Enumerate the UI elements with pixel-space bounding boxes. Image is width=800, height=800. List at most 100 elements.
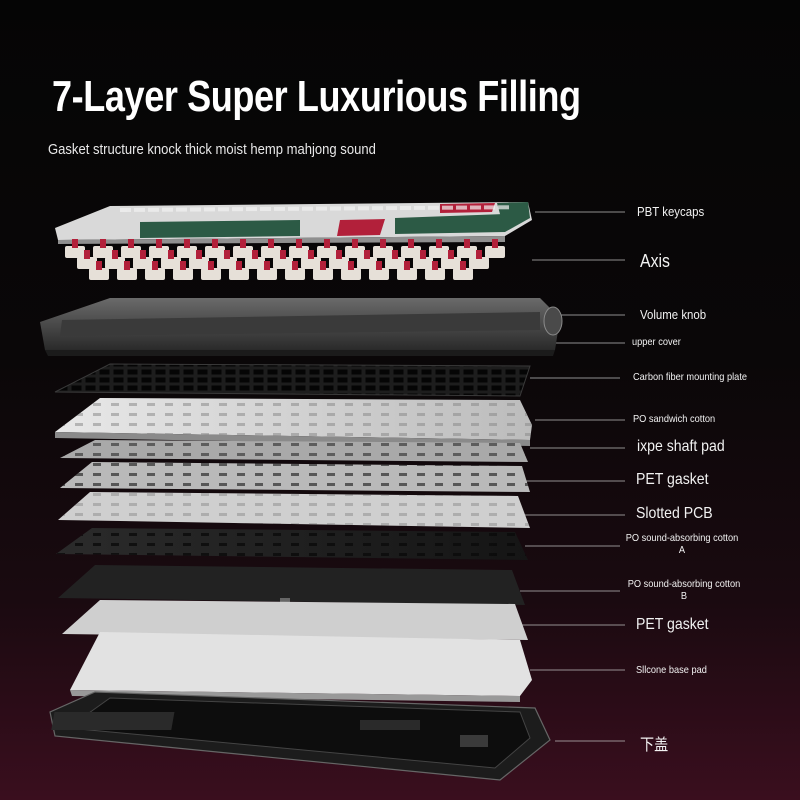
keycap-top [134, 207, 145, 212]
switch [425, 261, 445, 280]
keycap-top [456, 205, 467, 210]
keycap-top [372, 206, 383, 211]
switch [133, 250, 153, 269]
switch [229, 261, 249, 280]
switch [401, 239, 421, 258]
switch [65, 239, 85, 258]
switch [369, 261, 389, 280]
label-po-cotton-b-line1: PO sound-absorbing cotton [627, 578, 741, 590]
page-title: 7-Layer Super Luxurious Filling [52, 72, 581, 121]
keycap-top [288, 206, 299, 211]
label-axis: Axis [640, 251, 670, 271]
switch [345, 239, 365, 258]
keycap-top [484, 205, 495, 210]
label-volume-knob: Volume knob [640, 307, 707, 322]
keycap-top [218, 207, 229, 212]
switch [329, 250, 349, 269]
switch [261, 239, 281, 258]
keycap-top [358, 206, 369, 211]
switch [245, 250, 265, 269]
switch [173, 261, 193, 280]
po-sandwich-cotton [55, 398, 532, 446]
keycap-top [274, 206, 285, 211]
pet-gasket-upper [60, 462, 530, 492]
keycap-top [428, 205, 439, 210]
switch [429, 239, 449, 258]
keycap-top [386, 206, 397, 211]
keycap-top [400, 206, 411, 210]
keycap-top [414, 205, 425, 210]
keycap-top [232, 207, 243, 212]
upper-cover-layer [40, 298, 563, 356]
keycap-top [120, 208, 131, 212]
switch [201, 261, 221, 280]
switches-layer [65, 239, 505, 280]
keycap-top [442, 205, 453, 210]
switch [285, 261, 305, 280]
switch [89, 261, 109, 280]
keycap-top [190, 207, 201, 212]
switch [161, 250, 181, 269]
label-po-cotton-b-line2: B [680, 590, 688, 602]
label-pet-gasket-2: PET gasket [636, 616, 709, 633]
switch [385, 250, 405, 269]
switch [289, 239, 309, 258]
keycap-top [176, 207, 187, 212]
keycap-top [148, 207, 159, 212]
keycaps-layer [55, 202, 532, 244]
leader-lines [520, 211, 625, 742]
switch [257, 261, 277, 280]
bottom-cover [49, 691, 551, 781]
label-po-cotton-a-line1: PO sound-absorbing cotton [625, 532, 739, 544]
keycap-top [204, 207, 215, 212]
slotted-pcb [58, 492, 530, 528]
switch [177, 239, 197, 258]
cotton-b-notch [280, 598, 290, 603]
switch [217, 250, 237, 269]
po-cotton-a [56, 528, 528, 560]
pet-gasket-lower [62, 600, 528, 640]
label-po-cotton-a-line2: A [678, 544, 686, 556]
label-mounting-plate: Carbon fiber mounting plate [633, 371, 748, 383]
label-po-sandwich: PO sandwich cotton [633, 413, 716, 425]
label-pet-gasket-1: PET gasket [636, 471, 709, 488]
page-subtitle: Gasket structure knock thick moist hemp … [48, 142, 376, 158]
switch [233, 239, 253, 258]
keycap-top [498, 205, 509, 210]
ixpe-shaft-pad [60, 440, 528, 462]
switch [105, 250, 125, 269]
mounting-plate [54, 363, 531, 397]
switch [93, 239, 113, 258]
switch [149, 239, 169, 258]
switch [121, 239, 141, 258]
label-upper-cover: upper cover [632, 336, 681, 348]
keycap-top [302, 206, 313, 211]
switch [453, 261, 473, 280]
keycap-top [260, 207, 271, 211]
switch [341, 261, 361, 280]
label-bottom-cover: 下盖 [640, 735, 669, 754]
switch [485, 239, 505, 258]
label-ixpe: ixpe shaft pad [637, 438, 725, 455]
label-silicone-pad: Sllcone base pad [636, 664, 707, 676]
label-keycaps: PBT keycaps [637, 204, 705, 219]
switch [273, 250, 293, 269]
switch [317, 239, 337, 258]
switch [205, 239, 225, 258]
keycap-top [330, 206, 341, 211]
keycap-top [470, 205, 481, 210]
volume-knob [543, 306, 563, 336]
switch [457, 239, 477, 258]
label-slotted-pcb: Slotted PCB [636, 505, 713, 522]
po-cotton-b [58, 565, 525, 605]
switch [117, 261, 137, 280]
label-po-cotton-b: PO sound-absorbing cotton B [622, 578, 745, 602]
switch [313, 261, 333, 280]
switch [145, 261, 165, 280]
label-po-cotton-a: PO sound-absorbing cotton A [620, 532, 743, 556]
switch [397, 261, 417, 280]
keycap-top [162, 207, 173, 212]
switch [441, 250, 461, 269]
keycap-top [246, 207, 257, 212]
